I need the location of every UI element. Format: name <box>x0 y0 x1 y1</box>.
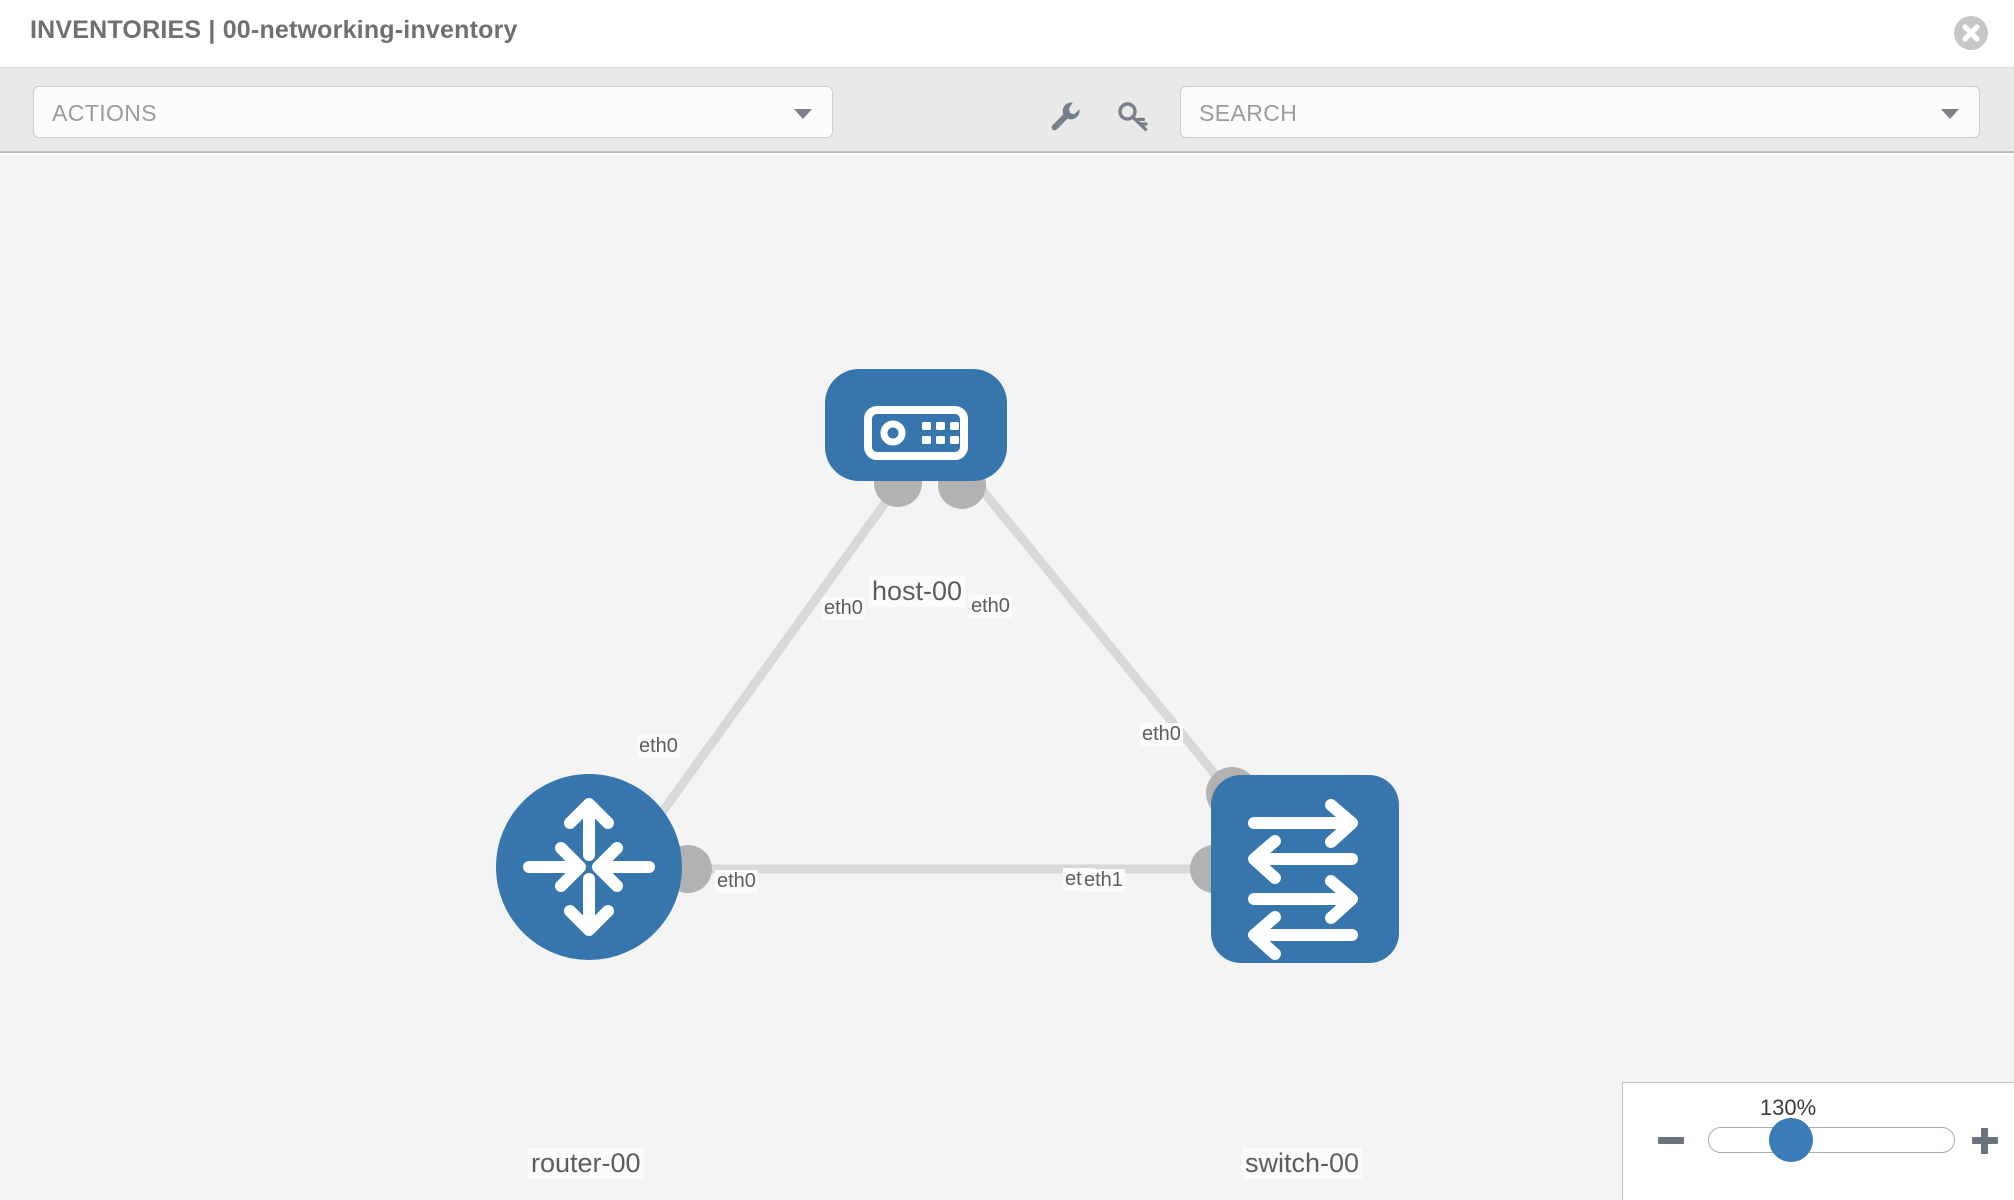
zoom-slider-track[interactable] <box>1708 1127 1955 1153</box>
minus-icon[interactable] <box>1658 1137 1684 1144</box>
edge-label-switch00-eth0-uplink: eth0 <box>1140 723 1183 746</box>
key-icon[interactable] <box>1113 96 1153 136</box>
topology-graph <box>496 369 1399 963</box>
edge-label-host00-eth0-right: eth0 <box>969 595 1012 618</box>
topology-connectors <box>664 459 1258 893</box>
link-host00-router00 <box>656 482 902 818</box>
node-label-host-00: host-00 <box>869 576 966 607</box>
node-host-00[interactable] <box>825 369 1007 481</box>
link-host00-switch00 <box>974 482 1236 798</box>
switch-icon <box>1248 799 1358 960</box>
wrench-icon[interactable] <box>1045 96 1085 136</box>
page-header: INVENTORIES | 00-networking-inventory <box>0 0 2014 68</box>
topology-links <box>656 482 1236 874</box>
actions-dropdown-label: ACTIONS <box>52 100 158 126</box>
close-icon[interactable] <box>1954 16 1988 50</box>
router-icon <box>523 798 655 936</box>
zoom-slider-thumb[interactable] <box>1769 1118 1813 1162</box>
chevron-down-icon <box>794 109 812 119</box>
search-input[interactable]: SEARCH <box>1180 86 1980 138</box>
edge-label-router00-eth0-uplink: eth0 <box>637 735 680 758</box>
node-switch-00[interactable] <box>1211 775 1399 963</box>
edge-label-switch00-eth1: eth1 <box>1082 869 1125 892</box>
plus-icon[interactable] <box>1966 1123 2006 1163</box>
edge-label-host00-eth0-left: eth0 <box>822 597 865 620</box>
zoom-level-value: 130% <box>1759 1095 1817 1120</box>
search-placeholder: SEARCH <box>1199 100 1298 126</box>
server-icon <box>864 406 968 460</box>
node-label-router-00: router-00 <box>528 1148 644 1179</box>
edge-label-router00-eth0: eth0 <box>715 870 758 893</box>
node-label-switch-00: switch-00 <box>1242 1148 1363 1179</box>
actions-dropdown[interactable]: ACTIONS <box>33 86 833 138</box>
node-router-00[interactable] <box>496 774 682 960</box>
zoom-control-panel: 130% <box>1622 1082 2014 1200</box>
page-title: INVENTORIES | 00-networking-inventory <box>30 16 518 44</box>
chevron-down-icon[interactable] <box>1941 109 1959 119</box>
topology-canvas[interactable]: host-00 router-00 switch-00 eth0 eth0 et… <box>0 155 2014 1200</box>
